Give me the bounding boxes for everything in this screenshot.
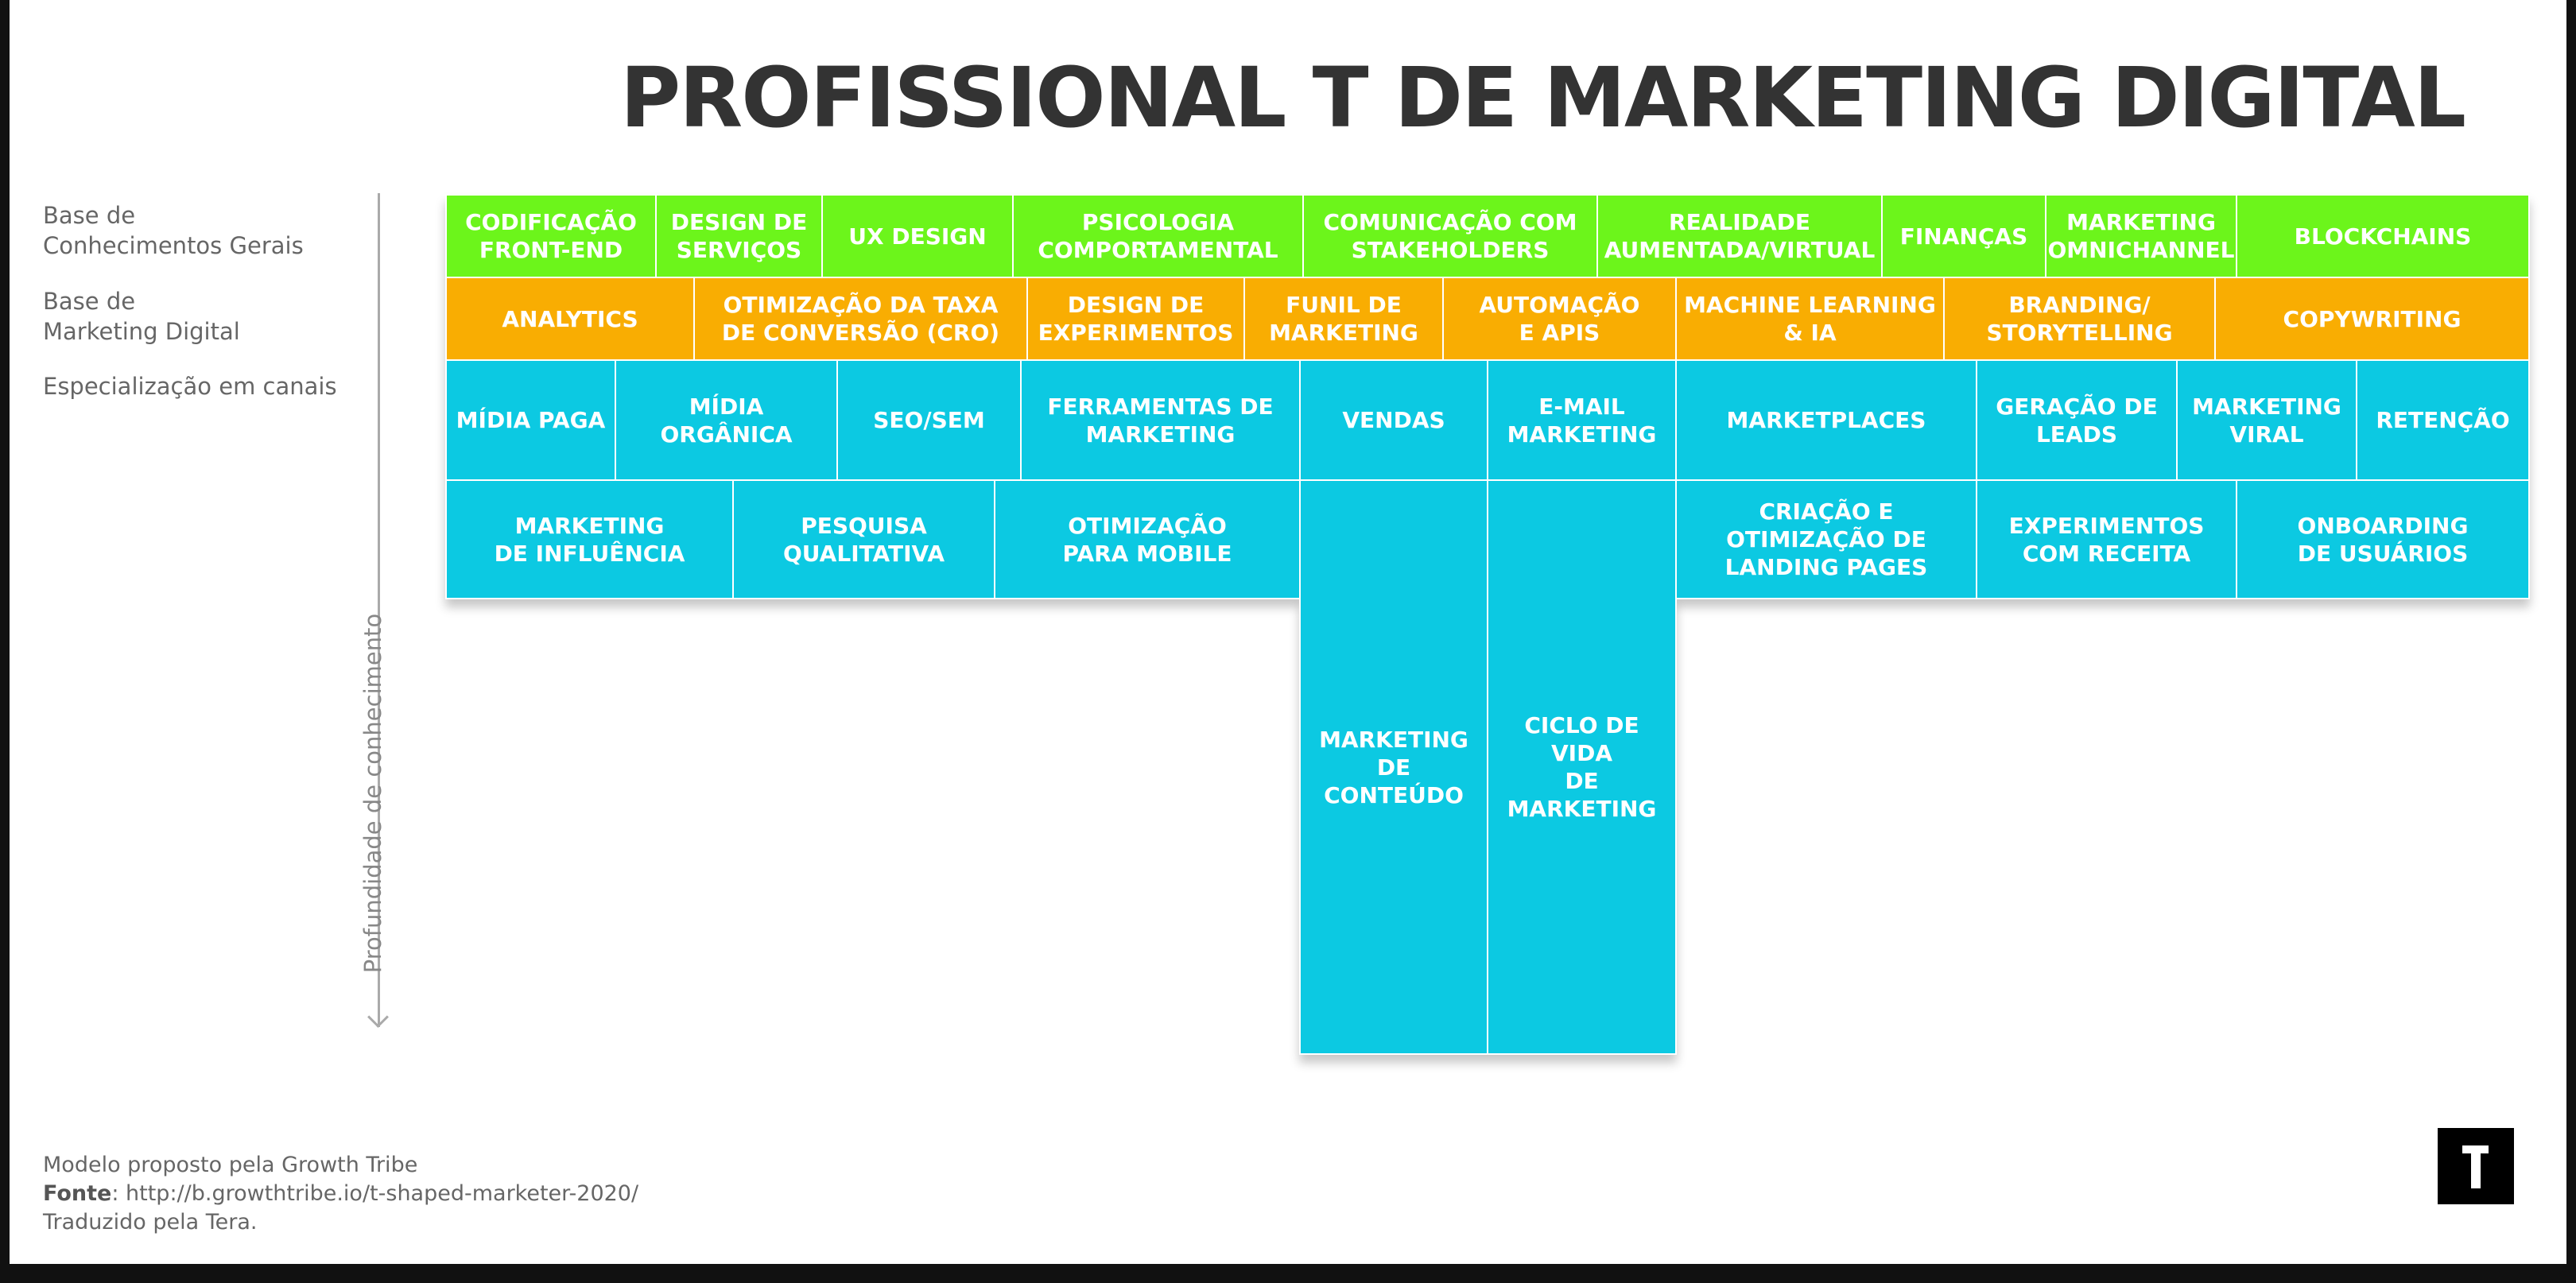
skill-cell: CRIAÇÃO E OTIMIZAÇÃO DE LANDING PAGES [1675, 479, 1977, 599]
row-label-line: Marketing Digital [43, 318, 240, 345]
tera-logo-icon [2438, 1128, 2514, 1204]
row-label-line: Especialização em canais [43, 373, 337, 400]
depth-axis-line [378, 193, 380, 1027]
skill-cell: RETENÇÃO [2356, 359, 2530, 481]
footer-credits: Modelo proposto pela Growth Tribe Fonte:… [43, 1151, 638, 1237]
skill-cell: DESIGN DE EXPERIMENTOS [1026, 277, 1245, 361]
skill-cell: E-MAIL MARKETING [1487, 359, 1677, 481]
skill-cell: MÍDIA ORGÂNICA [615, 359, 838, 481]
row-label-line: Base de [43, 202, 136, 229]
skill-cell: CODIFICAÇÃO FRONT-END [445, 194, 657, 278]
skill-cell: MARKETING VIRAL [2176, 359, 2357, 481]
skill-cell: MACHINE LEARNING & IA [1675, 277, 1945, 361]
skill-cell: FINANÇAS [1881, 194, 2046, 278]
skill-cell: ONBOARDING DE USUÁRIOS [2236, 479, 2530, 599]
skill-cell: MARKETING DE INFLUÊNCIA [445, 479, 734, 599]
skill-cell: AUTOMAÇÃO E APIS [1442, 277, 1677, 361]
skill-cell: DESIGN DE SERVIÇOS [655, 194, 823, 278]
logo-t-stem [2471, 1145, 2481, 1188]
row-label-line: Base de [43, 288, 136, 315]
skill-cell: REALIDADE AUMENTADA/VIRTUAL [1596, 194, 1883, 278]
page-title: PROFISSIONAL T DE MARKETING DIGITAL [619, 49, 2466, 146]
depth-axis-label: Profundidade de conhecimento [359, 613, 386, 974]
page: PROFISSIONAL T DE MARKETING DIGITAL Base… [10, 0, 2566, 1264]
skill-cell: MARKETING OMNICHANNEL [2045, 194, 2237, 278]
skill-cell-deep: MARKETING DE CONTEÚDO [1299, 479, 1488, 1055]
skill-cell: FERRAMENTAS DE MARKETING [1020, 359, 1301, 481]
skill-cell: COPYWRITING [2214, 277, 2530, 361]
row-label-general: Base de Conhecimentos Gerais [43, 200, 304, 261]
skill-cell: GERAÇÃO DE LEADS [1976, 359, 2178, 481]
footer-translation-credit: Traduzido pela Tera. [43, 1210, 258, 1235]
skill-cell: EXPERIMENTOS COM RECEITA [1976, 479, 2237, 599]
footer-source-url: : http://b.growthtribe.io/t-shaped-marke… [111, 1181, 639, 1206]
row-label-channels: Especialização em canais [43, 371, 337, 401]
footer-source-label: Fonte [43, 1181, 112, 1206]
skill-cell: OTIMIZAÇÃO DA TAXA DE CONVERSÃO (CRO) [693, 277, 1028, 361]
skill-cell: COMUNICAÇÃO COM STAKEHOLDERS [1302, 194, 1598, 278]
skill-cell: OTIMIZAÇÃO PARA MOBILE [994, 479, 1301, 599]
skill-cell: BLOCKCHAINS [2236, 194, 2530, 278]
skill-cell: PSICOLOGIA COMPORTAMENTAL [1012, 194, 1304, 278]
footer-model-credit: Modelo proposto pela Growth Tribe [43, 1153, 418, 1177]
skill-cell: FUNIL DE MARKETING [1243, 277, 1444, 361]
skill-cell: UX DESIGN [821, 194, 1014, 278]
skill-cell: MARKETPLACES [1675, 359, 1977, 481]
footer-source: Fonte: http://b.growthtribe.io/t-shaped-… [43, 1180, 638, 1208]
skill-cell: ANALYTICS [445, 277, 695, 361]
skill-cell: SEO/SEM [836, 359, 1022, 481]
skill-cell: PESQUISA QUALITATIVA [732, 479, 995, 599]
skill-cell-deep: CICLO DE VIDA DE MARKETING [1487, 479, 1677, 1055]
arrow-down-icon [367, 1006, 389, 1028]
skill-cell: MÍDIA PAGA [445, 359, 616, 481]
skill-cell: VENDAS [1299, 359, 1488, 481]
row-label-line: Conhecimentos Gerais [43, 232, 304, 259]
skill-cell: BRANDING/ STORYTELLING [1943, 277, 2216, 361]
row-label-digital: Base de Marketing Digital [43, 286, 240, 347]
